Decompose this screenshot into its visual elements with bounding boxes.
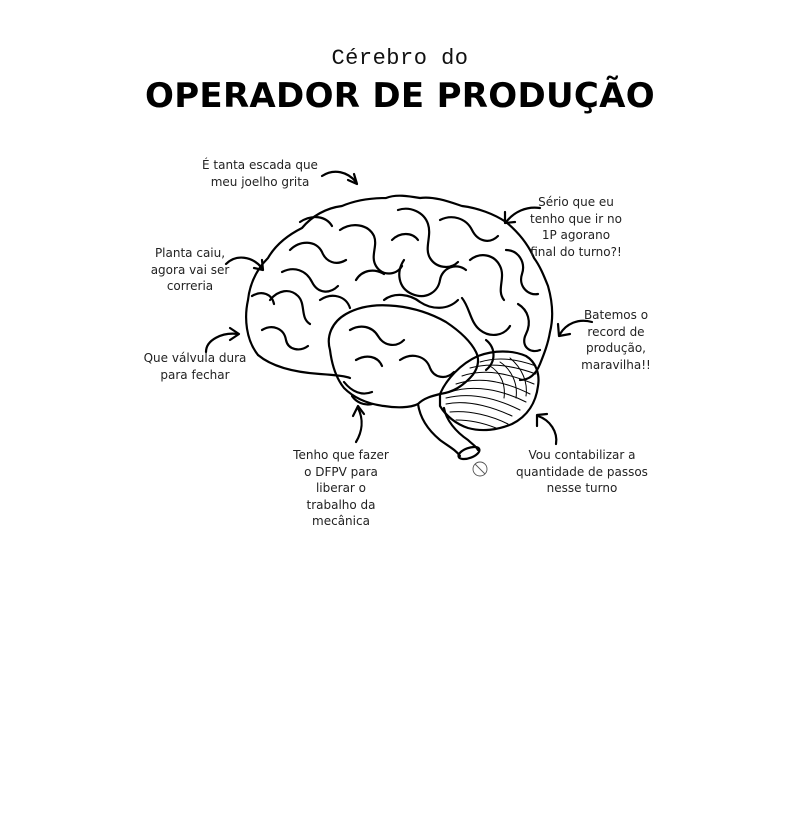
annotation-dfpv: Tenho que fazer o DFPV para liberar o tr… (293, 448, 389, 528)
arrow-icon (558, 319, 594, 336)
brain-gyri (250, 207, 542, 378)
no-symbol-icon (472, 461, 488, 477)
annotation-stairs: É tanta escada que meu joelho grita (202, 158, 318, 189)
annotation-valve: Que válvula dura para fechar (143, 351, 247, 382)
arrow-icon (224, 256, 264, 270)
annotation-steps: Vou contabilizar a quantidade de passos … (516, 448, 648, 495)
page-title: OPERADOR DE PRODUÇÃO (145, 76, 655, 116)
cerebellum-lines (445, 357, 537, 429)
arrows (204, 170, 594, 446)
brain-outline (245, 194, 554, 461)
arrow-icon (536, 414, 558, 446)
arrow-icon (204, 332, 240, 354)
subtitle: Cérebro do (331, 46, 469, 71)
arrow-icon (504, 206, 542, 224)
annotation-record: Batemos o record de produção, maravilha!… (581, 308, 651, 372)
annotation-1p: Sério que eu tenho que ir no 1P agorano … (530, 195, 622, 259)
annotation-plant: Planta caiu, agora vai ser correria (150, 246, 230, 293)
arrow-icon (320, 170, 358, 184)
arrow-icon (354, 406, 363, 444)
